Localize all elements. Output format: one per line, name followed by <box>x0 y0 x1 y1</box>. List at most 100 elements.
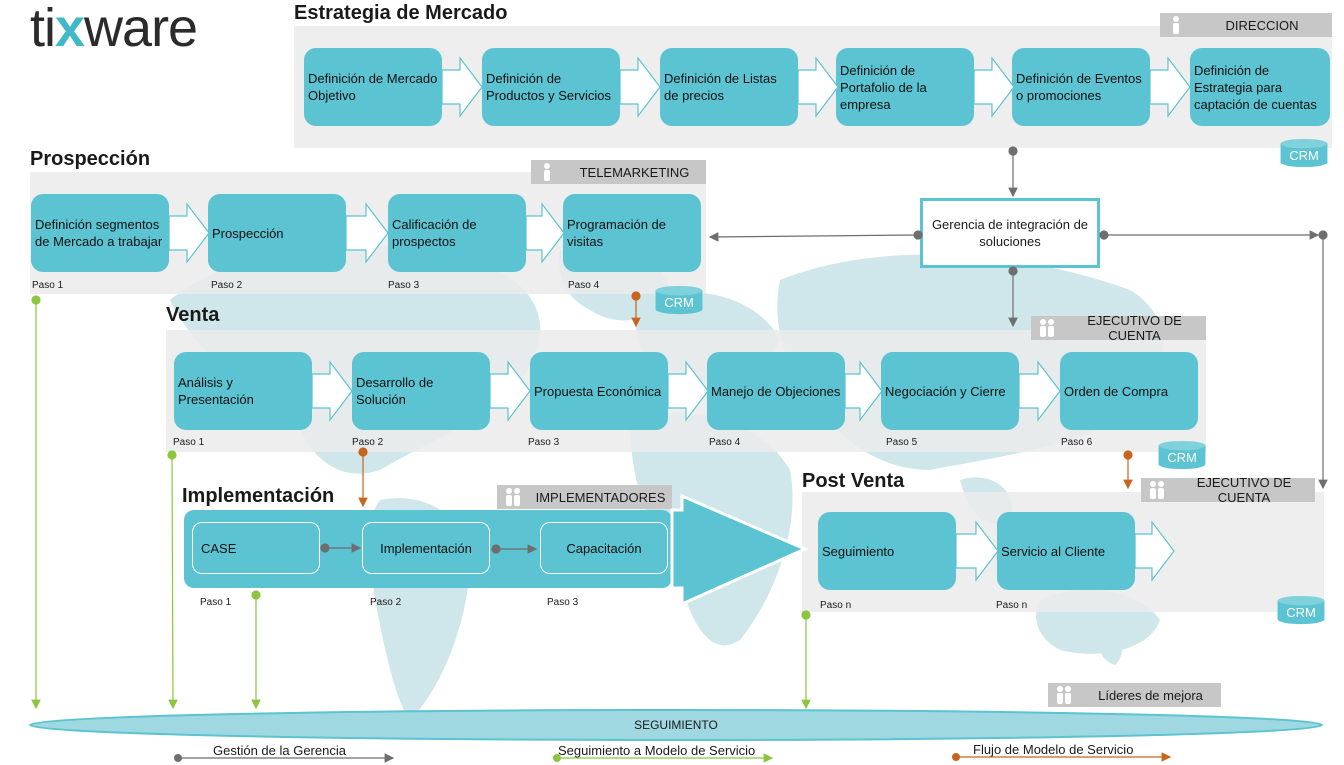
strategy-box-4[interactable]: Definición de Portafolio de la empresa <box>836 48 974 126</box>
lideres-role-label: Líderes de mejora <box>1098 687 1203 703</box>
strategy-box-6[interactable]: Definición de Estrategia para captación … <box>1190 48 1330 126</box>
prospeccion-paso-4: Paso 4 <box>568 280 600 291</box>
strategy-box-1-label: Definición de Mercado Objetivo <box>308 71 438 103</box>
implementacion-paso-1: Paso 1 <box>200 597 232 608</box>
person-icon <box>544 163 550 181</box>
people-icon <box>506 488 520 506</box>
strategy-title: Estrategia de Mercado <box>294 2 508 24</box>
postventa-box-1-label: Seguimiento <box>822 543 895 559</box>
venta-paso-5: Paso 5 <box>886 437 918 448</box>
people-icon <box>1040 319 1054 337</box>
venta-box-2[interactable]: Desarrollo de Solución <box>352 352 490 430</box>
venta-paso-2: Paso 2 <box>352 437 384 448</box>
legend-label-flujo: Flujo de Modelo de Servicio <box>973 742 1134 757</box>
database-icon <box>1158 440 1206 470</box>
venta-box-6[interactable]: Orden de Compra <box>1060 352 1198 430</box>
venta-box-2-label: Desarrollo de Solución <box>356 375 434 407</box>
strategy-box-5-label: Definición de Eventos o promociones <box>1016 71 1142 103</box>
venta-box-6-label: Orden de Compra <box>1064 383 1169 399</box>
postventa-paso-1: Paso n <box>820 600 852 611</box>
logo-text-start: ti <box>30 0 56 58</box>
venta-crm-label: CRM <box>1167 450 1197 465</box>
people-icon <box>1150 481 1164 499</box>
implementacion-paso-3: Paso 3 <box>547 597 579 608</box>
venta-paso-6: Paso 6 <box>1061 437 1093 448</box>
postventa-crm-badge: CRM <box>1275 595 1327 627</box>
venta-title: Venta <box>166 304 220 326</box>
prospeccion-box-4[interactable]: Programación de visitas <box>563 194 701 272</box>
strategy-box-2[interactable]: Definición de Productos y Servicios <box>482 48 620 126</box>
prospeccion-role-badge: TELEMARKETING <box>531 160 706 184</box>
postventa-crm-label: CRM <box>1286 605 1316 620</box>
venta-box-5-label: Negociación y Cierre <box>885 383 1006 399</box>
venta-paso-3: Paso 3 <box>528 437 560 448</box>
database-icon <box>1277 595 1325 625</box>
prospeccion-paso-1: Paso 1 <box>32 280 64 291</box>
venta-box-3-label: Propuesta Económica <box>534 383 662 399</box>
prospeccion-paso-3: Paso 3 <box>388 280 420 291</box>
strategy-box-4-label: Definición de Portafolio de la empresa <box>840 62 927 112</box>
prospeccion-box-2[interactable]: Prospección <box>208 194 346 272</box>
lideres-role-badge: Líderes de mejora <box>1048 683 1221 707</box>
database-icon <box>1280 138 1328 168</box>
strategy-role-badge: DIRECCION <box>1160 13 1332 37</box>
implementacion-title: Implementación <box>182 485 335 507</box>
implementacion-role-label: IMPLEMENTADORES <box>535 489 666 505</box>
prospeccion-box-1-label: Definición segmentos de Mercado a trabaj… <box>35 217 163 249</box>
prospeccion-paso-2: Paso 2 <box>211 280 243 291</box>
prospeccion-box-3[interactable]: Calificación de prospectos <box>388 194 526 272</box>
postventa-role-badge: EJECUTIVO DE CUENTA <box>1141 475 1315 505</box>
integration-hub-box[interactable]: Gerencia de integración de soluciones <box>920 198 1100 268</box>
venta-role-label: EJECUTIVO DE CUENTA <box>1087 313 1182 343</box>
venta-box-5[interactable]: Negociación y Cierre <box>881 352 1019 430</box>
implementacion-bar <box>184 510 672 588</box>
seguimiento-bar <box>29 709 1323 741</box>
prospeccion-title: Prospección <box>30 148 151 170</box>
legend-label-gerencia: Gestión de la Gerencia <box>213 743 346 758</box>
strategy-role-label: DIRECCION <box>1225 17 1299 33</box>
logo-text-x: x <box>55 0 85 58</box>
postventa-box-1[interactable]: Seguimiento <box>818 512 956 590</box>
person-icon <box>1173 16 1179 34</box>
venta-paso-4: Paso 4 <box>709 437 741 448</box>
legend-label-seguimiento: Seguimiento a Modelo de Servicio <box>558 743 756 758</box>
venta-box-4-label: Manejo de Objeciones <box>711 383 841 399</box>
implementacion-box-1[interactable]: CASE <box>192 522 320 574</box>
implementacion-box-2[interactable]: Implementación <box>362 522 490 574</box>
strategy-crm-label: CRM <box>1289 148 1319 163</box>
venta-box-1[interactable]: Análisis y Presentación <box>174 352 312 430</box>
seguimiento-label: SEGUIMIENTO <box>634 718 718 732</box>
postventa-paso-2: Paso n <box>996 600 1028 611</box>
implementacion-box-3-label: Capacitación <box>566 540 642 556</box>
people-icon <box>1057 686 1071 704</box>
strategy-box-3-label: Definición de Listas de precios <box>664 71 777 103</box>
strategy-box-1[interactable]: Definición de Mercado Objetivo <box>304 48 442 126</box>
tixware-logo: tixware <box>30 0 198 58</box>
strategy-panel <box>294 26 1332 148</box>
implementacion-box-3[interactable]: Capacitación <box>540 522 668 574</box>
prospeccion-role-label: TELEMARKETING <box>579 164 690 180</box>
implementacion-paso-2: Paso 2 <box>370 597 402 608</box>
strategy-box-3[interactable]: Definición de Listas de precios <box>660 48 798 126</box>
prospeccion-box-4-label: Programación de visitas <box>567 217 666 249</box>
venta-box-1-label: Análisis y Presentación <box>178 375 254 407</box>
postventa-role-label: EJECUTIVO DE CUENTA <box>1196 475 1292 505</box>
implementacion-box-2-label: Implementación <box>380 540 472 556</box>
strategy-crm-badge: CRM <box>1278 138 1330 170</box>
postventa-title: Post Venta <box>802 470 905 492</box>
venta-box-3[interactable]: Propuesta Económica <box>530 352 668 430</box>
implementacion-role-badge: IMPLEMENTADORES <box>497 485 672 509</box>
prospeccion-box-1[interactable]: Definición segmentos de Mercado a trabaj… <box>31 194 169 272</box>
venta-paso-1: Paso 1 <box>173 437 205 448</box>
prospeccion-crm-badge: CRM <box>653 285 705 317</box>
logo-text-end: ware <box>84 0 198 58</box>
implementacion-box-1-label: CASE <box>201 540 237 556</box>
postventa-box-2[interactable]: Servicio al Cliente <box>997 512 1135 590</box>
strategy-box-6-label: Definición de Estrategia para captación … <box>1194 62 1317 112</box>
strategy-box-5[interactable]: Definición de Eventos o promociones <box>1012 48 1150 126</box>
venta-box-4[interactable]: Manejo de Objeciones <box>707 352 845 430</box>
prospeccion-crm-label: CRM <box>664 295 694 310</box>
database-icon <box>655 285 703 315</box>
venta-panel <box>166 330 1206 452</box>
postventa-box-2-label: Servicio al Cliente <box>1001 543 1106 559</box>
